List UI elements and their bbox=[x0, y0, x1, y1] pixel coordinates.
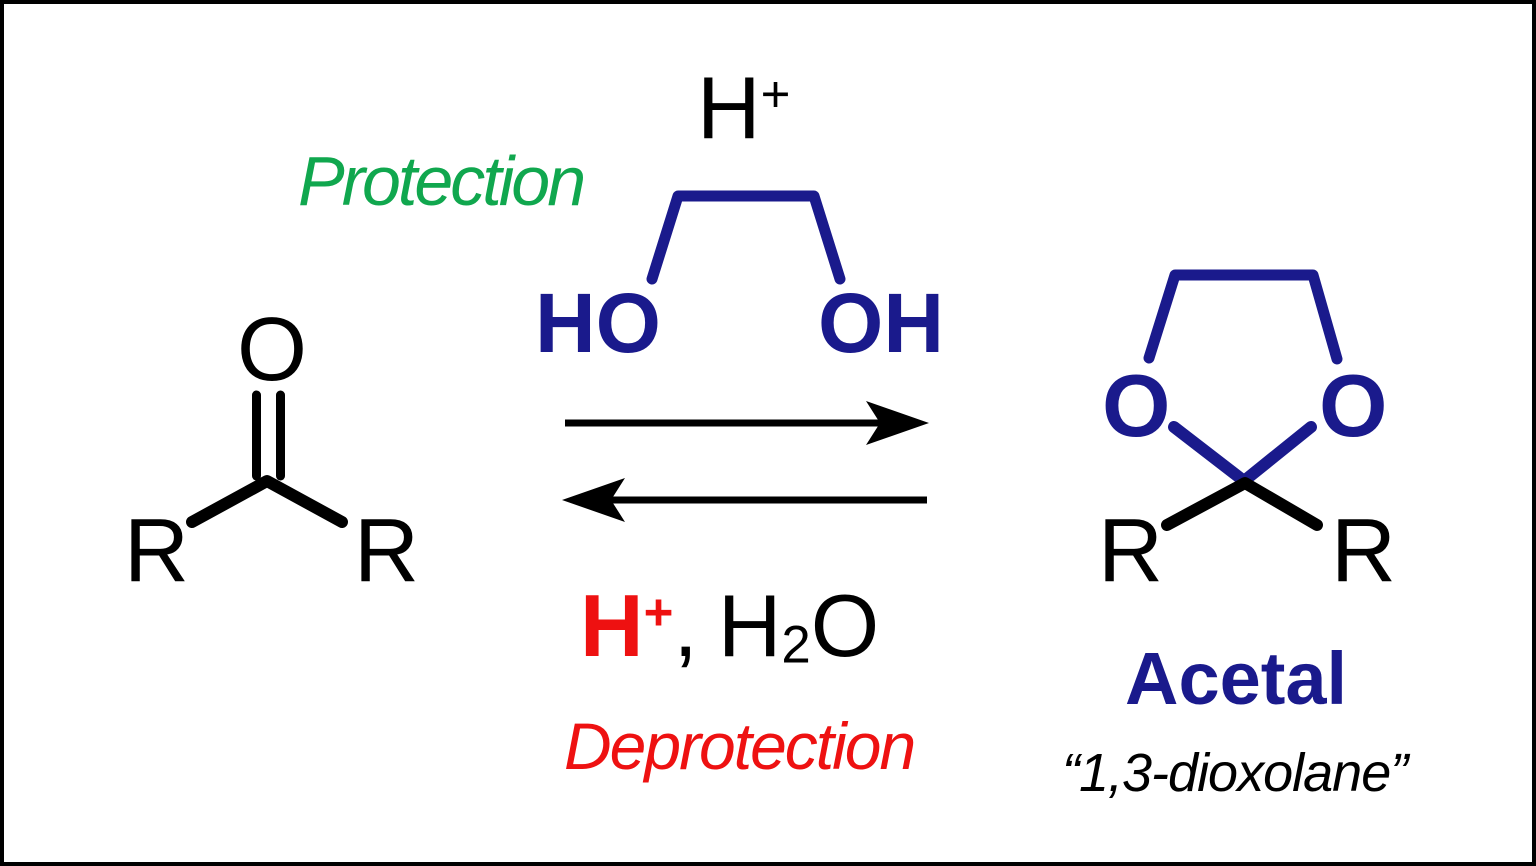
reagent-separator: , bbox=[673, 576, 698, 675]
forward-arrow bbox=[565, 401, 929, 445]
acetal-o-left-label: O bbox=[1102, 356, 1171, 455]
deprotection-label: Deprotection bbox=[564, 709, 916, 783]
reverse-arrow bbox=[562, 478, 927, 522]
acetal-c-r-bonds bbox=[1161, 477, 1323, 531]
acid-charge: + bbox=[643, 583, 674, 641]
water-o: O bbox=[810, 576, 880, 675]
bond-and-arrow-canvas bbox=[186, 190, 1343, 531]
dioxolane-top-bonds bbox=[1143, 269, 1343, 365]
catalyst-h-plus: H+ bbox=[697, 64, 790, 152]
deprotection-reagents: H+,H2O bbox=[580, 582, 879, 672]
dioxolane-o-c-bonds bbox=[1168, 421, 1317, 487]
glycol-backbone bbox=[646, 190, 846, 285]
dioxolane-nickname-label: “1,3-dioxolane” bbox=[1062, 743, 1408, 803]
water-h: H bbox=[717, 576, 782, 675]
glycol-bonds bbox=[646, 190, 846, 285]
acetal-r-right-label: R bbox=[1331, 501, 1396, 601]
glycol-ho-label: HO bbox=[535, 276, 661, 370]
ketone-r-bonds bbox=[186, 475, 348, 528]
ketone-r-left-label: R bbox=[124, 501, 189, 601]
ketone-oxygen-label: O bbox=[237, 300, 308, 400]
protection-label: Protection bbox=[298, 142, 586, 220]
acetal-r-left-label: R bbox=[1098, 501, 1163, 601]
glycol-oh-label: OH bbox=[818, 276, 944, 370]
acid-element: H bbox=[580, 576, 644, 675]
forward-arrow-head bbox=[866, 401, 929, 445]
dioxolane-ring-bonds bbox=[1143, 269, 1343, 487]
ketone-r-right-label: R bbox=[354, 501, 419, 601]
catalyst-charge: + bbox=[760, 65, 791, 123]
water-subscript: 2 bbox=[781, 615, 811, 675]
acetal-name-label: Acetal bbox=[1125, 637, 1348, 720]
acetal-o-right-label: O bbox=[1319, 356, 1388, 455]
reverse-arrow-head bbox=[562, 478, 625, 522]
ketone-bonds bbox=[186, 390, 348, 528]
catalyst-element: H bbox=[697, 58, 761, 157]
acetal-r-bonds bbox=[1161, 477, 1323, 531]
